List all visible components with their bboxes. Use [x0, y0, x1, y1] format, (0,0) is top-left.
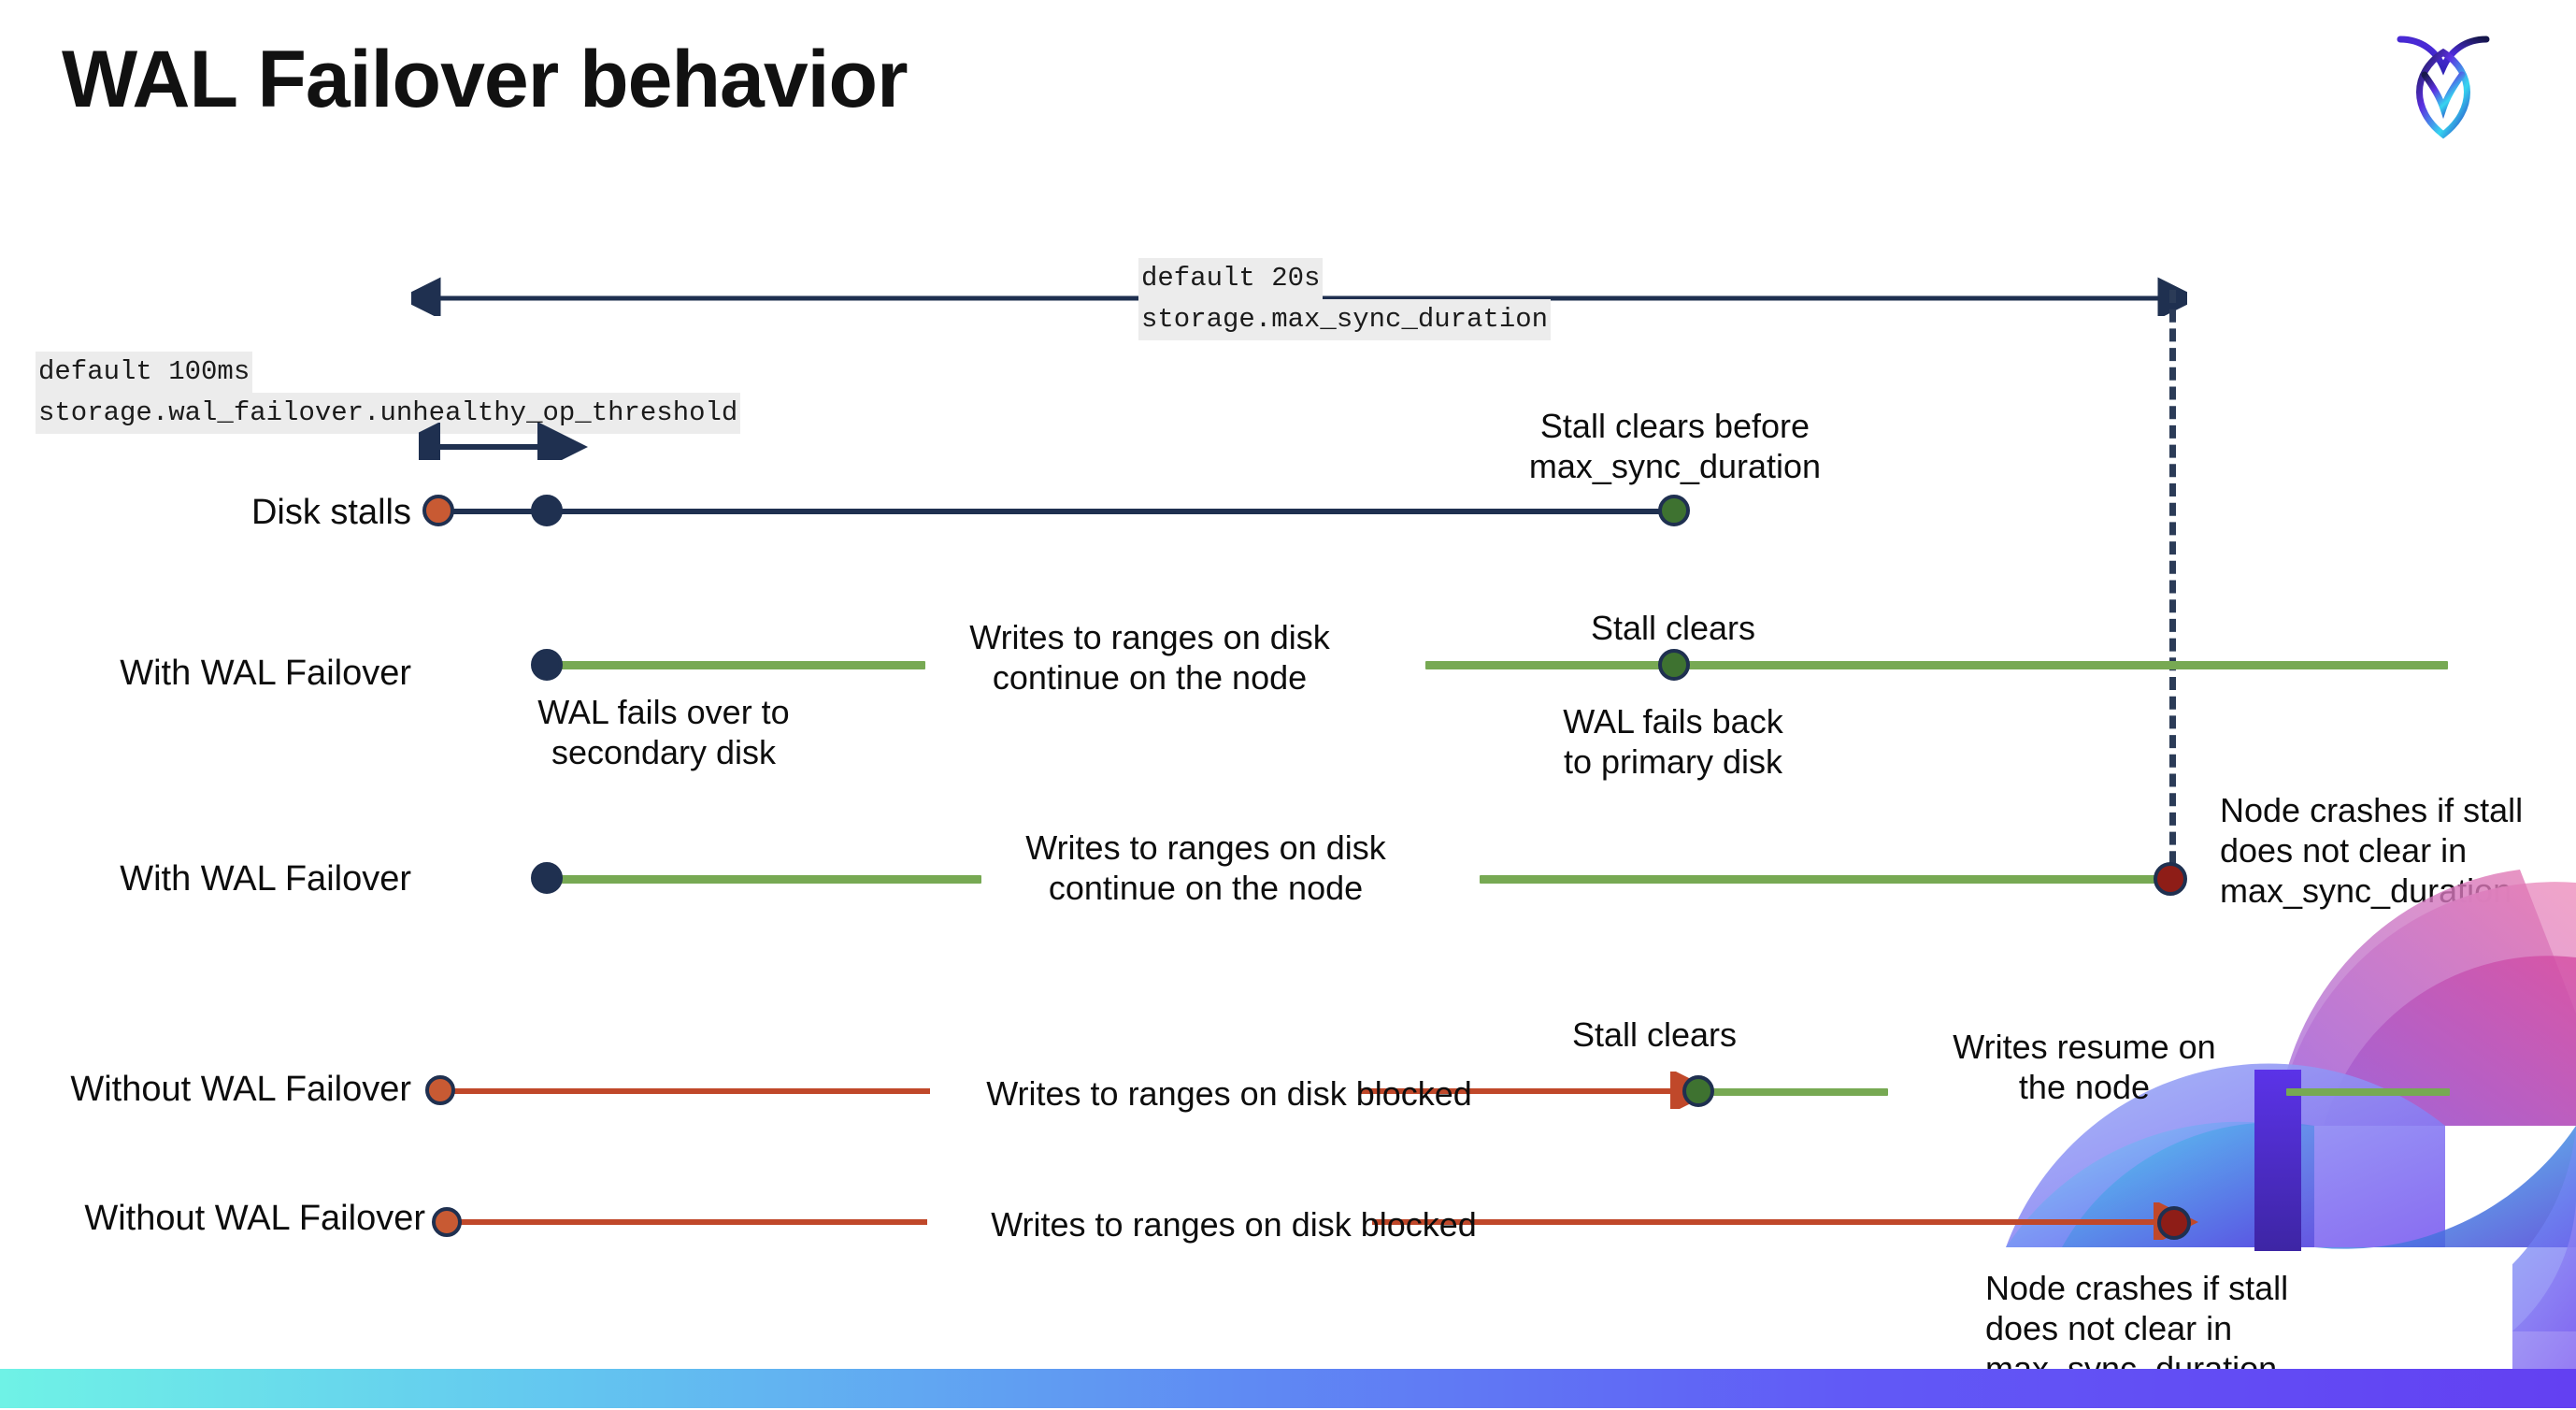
annotation-writes-continue-2: Writes to ranges on disk continue on the… — [1025, 828, 1386, 908]
annotation-writes-resume: Writes resume on the node — [1953, 1028, 2216, 1107]
bottom-gradient-bar — [0, 1369, 2576, 1408]
with-failover-1-stall-clears-dot — [1658, 649, 1690, 681]
without-failover-1-resume-segment-far — [2286, 1088, 2450, 1096]
without-failover-2-stall-start-dot — [432, 1207, 462, 1237]
row-label-disk-stalls: Disk stalls — [250, 493, 411, 532]
annotation-writes-blocked-1: Writes to ranges on disk blocked — [986, 1074, 1472, 1113]
with-failover-1-segment-left — [547, 661, 925, 669]
annotation-node-crashes-1: Node crashes if stall does not clear in … — [2220, 791, 2524, 911]
with-failover-2-segment-left — [547, 875, 981, 884]
row-label-with-wal-failover-1: With WAL Failover — [120, 654, 411, 693]
max-sync-setting-name: storage.max_sync_duration — [1138, 299, 1552, 341]
with-failover-2-segment-right — [1480, 875, 2176, 884]
without-failover-1-blocked-arrow — [446, 1072, 1715, 1109]
without-failover-2-node-crash-dot — [2157, 1206, 2191, 1240]
annotation-stall-clears-before-max-sync: Stall clears before max_sync_duration — [1528, 407, 1822, 486]
row-label-without-wal-failover-1: Without WAL Failover — [70, 1070, 411, 1109]
unhealthy-threshold-setting-name: storage.wal_failover.unhealthy_op_thresh… — [36, 393, 741, 435]
page-title: WAL Failover behavior — [62, 35, 909, 124]
cockroach-labs-logo-icon — [2387, 19, 2499, 140]
without-failover-1-resume-segment — [1712, 1088, 1888, 1096]
disk-stall-start-dot — [422, 495, 454, 526]
unhealthy-threshold-default-value: default 100ms — [36, 352, 253, 394]
disk-stall-clears-dot — [1658, 495, 1690, 526]
annotation-wal-fails-over-to-secondary: WAL fails over to secondary disk — [537, 693, 790, 772]
row-label-without-wal-failover-2: Without WAL Failover — [84, 1199, 425, 1238]
with-failover-2-node-crash-dot — [2154, 862, 2187, 896]
with-failover-2-failover-dot — [531, 862, 563, 894]
unhealthy-op-threshold-callout: default 100ms storage.wal_failover.unhea… — [36, 352, 741, 435]
annotation-stall-clears-2: Stall clears — [1571, 1015, 1738, 1054]
annotation-wal-fails-back-to-primary: WAL fails back to primary disk — [1563, 702, 1783, 782]
row-label-with-wal-failover-2: With WAL Failover — [120, 859, 411, 899]
annotation-writes-blocked-2: Writes to ranges on disk blocked — [991, 1205, 1477, 1244]
without-failover-2-blocked-arrow — [456, 1202, 2198, 1240]
annotation-writes-continue-1: Writes to ranges on disk continue on the… — [969, 618, 1330, 698]
wal-failover-trigger-dot — [531, 495, 563, 526]
max-sync-duration-callout: default 20s storage.max_sync_duration — [1138, 258, 1552, 341]
with-failover-1-segment-right — [1425, 661, 2448, 669]
annotation-stall-clears-1: Stall clears — [1590, 609, 1756, 647]
unhealthy-threshold-span-arrow — [419, 423, 588, 460]
disk-stalls-timeline — [439, 509, 1673, 514]
without-failover-1-stall-clears-dot — [1682, 1075, 1714, 1107]
without-failover-1-stall-start-dot — [425, 1075, 455, 1105]
max-sync-default-value: default 20s — [1138, 258, 1324, 300]
with-failover-1-failover-dot — [531, 649, 563, 681]
max-sync-duration-guide-line — [2169, 290, 2176, 884]
